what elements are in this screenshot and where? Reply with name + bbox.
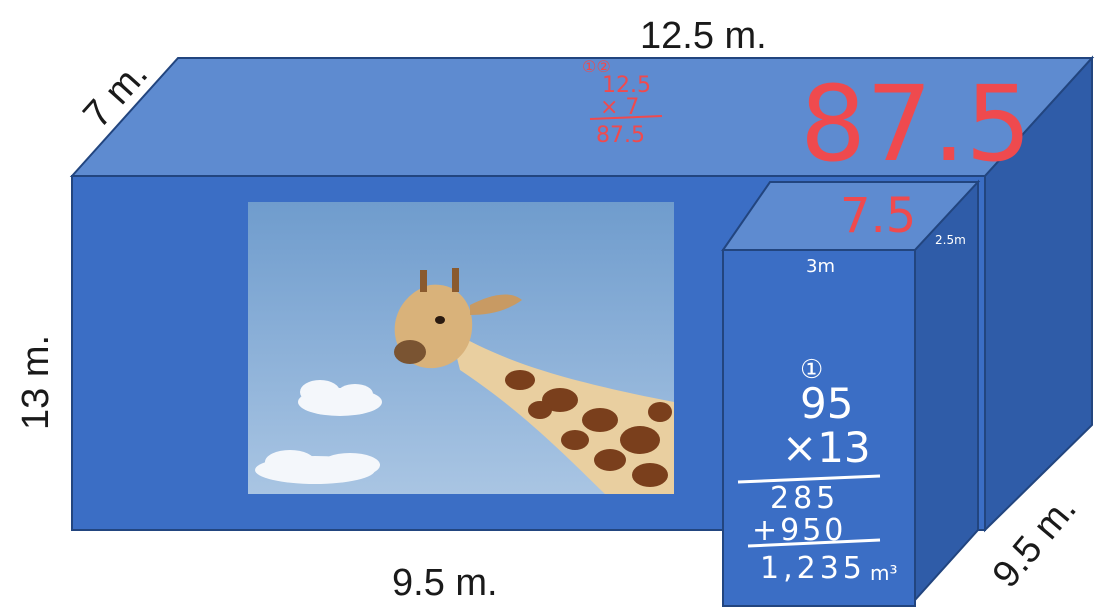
height-label: 13 m.	[15, 335, 57, 430]
red-multiplicand: 12.5	[602, 73, 651, 98]
white-carry: ①	[800, 355, 823, 385]
small-depth-label: 2.5m	[935, 233, 966, 247]
width-label: 3m	[806, 256, 835, 277]
small-result: 7.5	[840, 188, 916, 244]
red-product: 87.5	[596, 123, 645, 148]
red-multiplier: × 7	[600, 95, 639, 120]
white-multiplier: ×13	[782, 423, 871, 472]
red-rule	[589, 115, 663, 120]
white-unit: m³	[870, 561, 898, 585]
giraffe-figure	[394, 268, 674, 494]
white-total: 1,235	[760, 551, 866, 586]
top-length-label: 12.5 m.	[640, 15, 767, 57]
red-carry-marks: ①②	[582, 57, 611, 76]
white-rule-2	[747, 538, 881, 548]
bottom-length-label: 9.5 m.	[392, 562, 498, 604]
white-partial-1: 285	[770, 481, 839, 516]
cloud-shape	[255, 380, 382, 484]
white-rule-1	[737, 474, 881, 484]
giraffe-photo	[248, 202, 674, 494]
large-result: 87.5	[800, 63, 1032, 185]
white-multiplicand: 95	[800, 379, 853, 428]
